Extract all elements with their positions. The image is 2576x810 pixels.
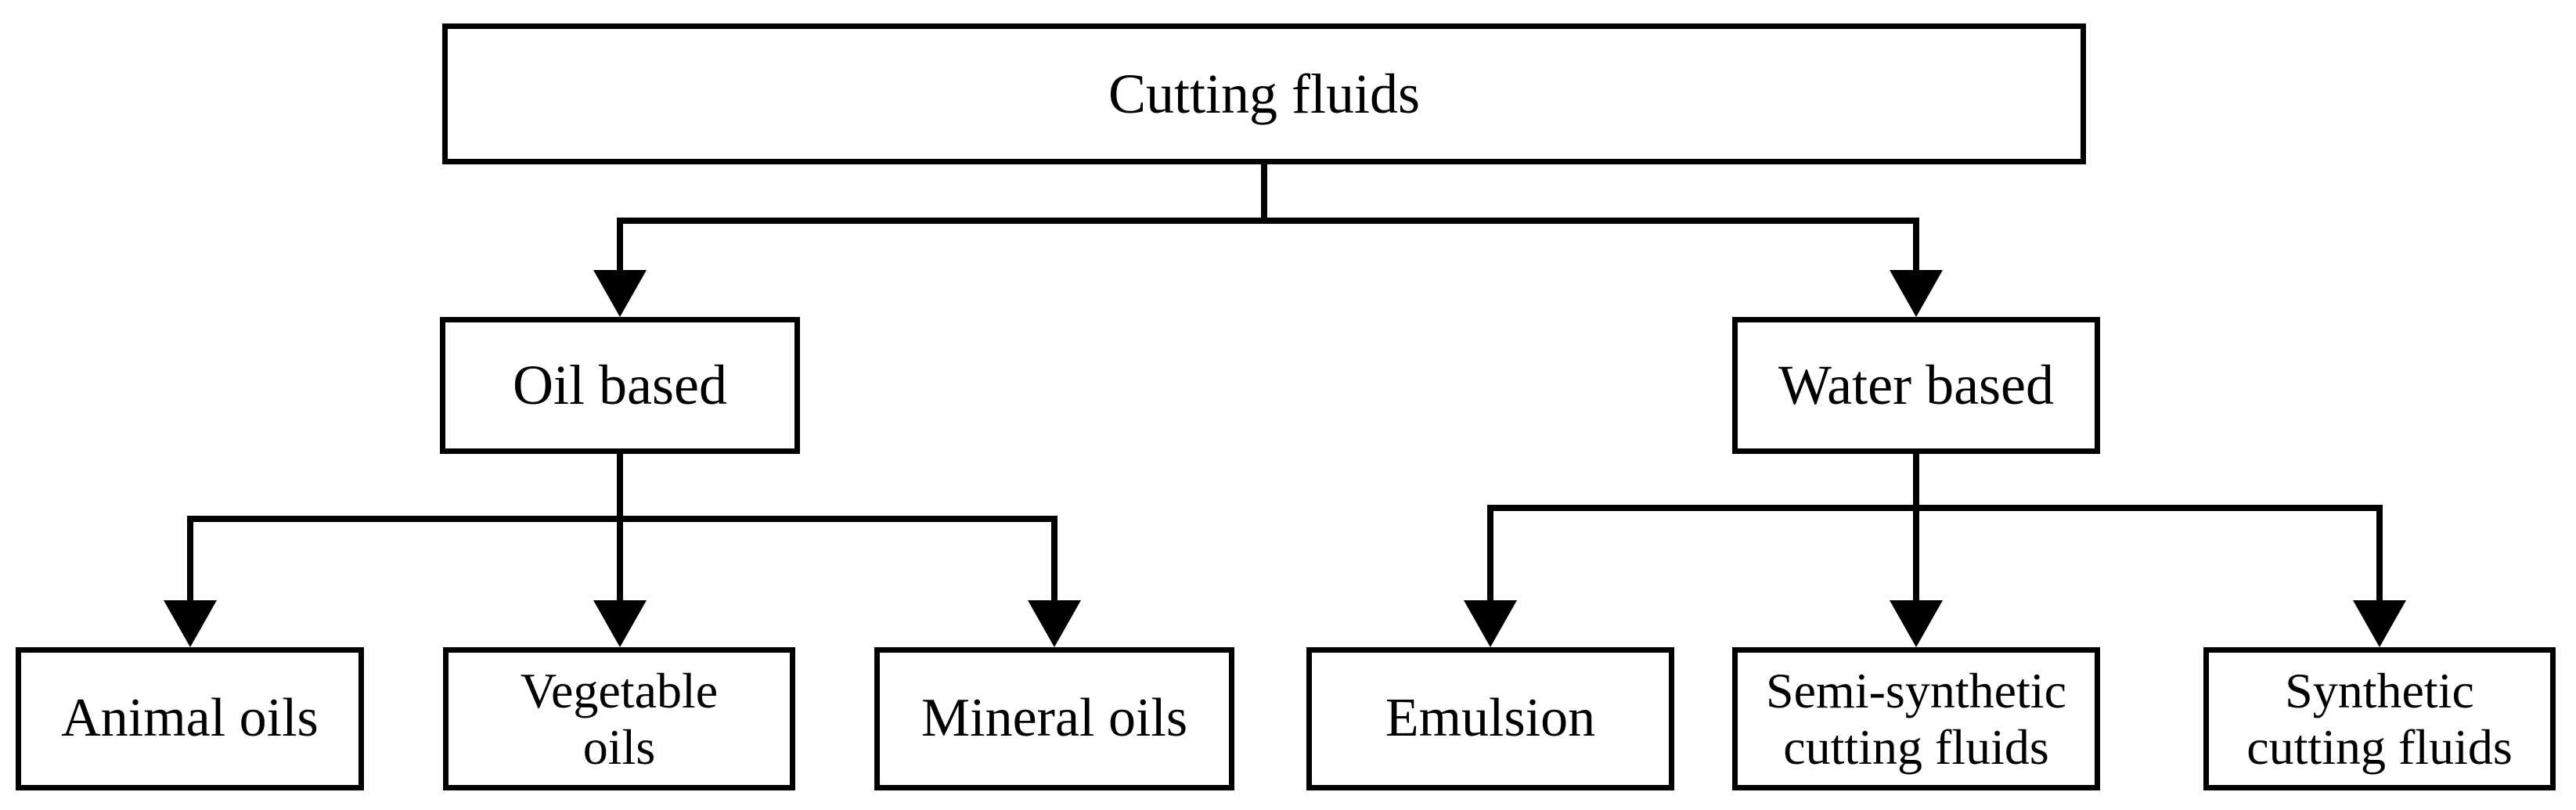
leaf-node-label: Synthetic cutting fluids [2246,662,2513,775]
root-node-label: Cutting fluids [1108,62,1421,125]
branch-node-label: Oil based [513,354,727,417]
arrowhead-water-based [1890,270,1943,317]
arrowhead-animal-oils [164,600,217,647]
arrowhead-emulsion [1464,600,1517,647]
arrowhead-oil-based [593,270,647,317]
root-node-cutting-fluids: Cutting fluids [442,23,2086,164]
leaf-node-mineral-oils: Mineral oils [874,647,1234,790]
arrowhead-semi-synthetic [1890,600,1943,647]
arrowhead-synthetic [2353,600,2406,647]
arrowhead-vegetable-oils [593,600,647,647]
leaf-node-semi-synthetic-cutting-fluids: Semi-synthetic cutting fluids [1732,647,2100,790]
branch-node-oil-based: Oil based [440,317,800,454]
leaf-node-label: Semi-synthetic cutting fluids [1766,662,2066,775]
leaf-node-synthetic-cutting-fluids: Synthetic cutting fluids [2203,647,2556,790]
leaf-node-label: Emulsion [1385,688,1596,749]
arrowhead-mineral-oils [1028,600,1081,647]
branch-node-label: Water based [1778,354,2055,417]
leaf-node-label: Animal oils [61,688,319,749]
leaf-node-vegetable-oils: Vegetable oils [443,647,795,790]
leaf-node-label: Mineral oils [921,688,1188,749]
branch-node-water-based: Water based [1732,317,2100,454]
leaf-node-animal-oils: Animal oils [16,647,364,790]
leaf-node-emulsion: Emulsion [1306,647,1674,790]
leaf-node-label: Vegetable oils [520,662,719,775]
